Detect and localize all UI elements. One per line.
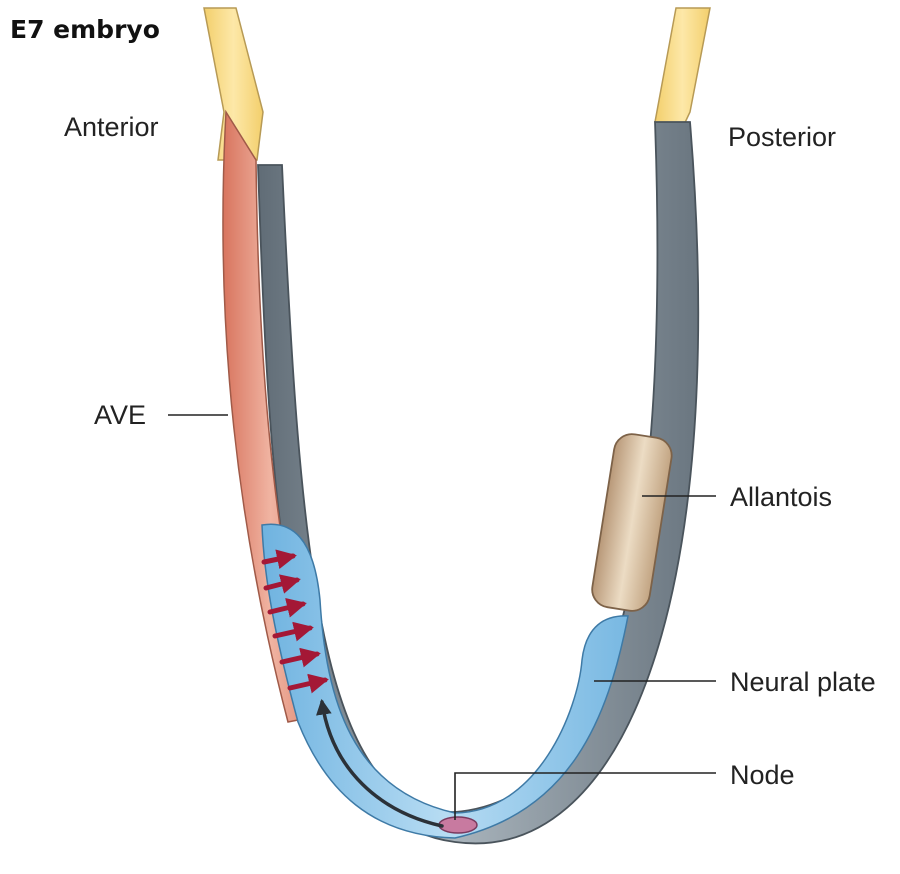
anterior-label: Anterior: [64, 112, 159, 142]
neural-plate-label: Neural plate: [730, 667, 876, 697]
posterior-label: Posterior: [728, 122, 836, 152]
node: [439, 817, 477, 833]
diagram-title: E7 embryo: [10, 15, 160, 44]
ave-label: AVE: [94, 400, 146, 430]
node-label: Node: [730, 760, 795, 790]
allantois-label: Allantois: [730, 482, 832, 512]
